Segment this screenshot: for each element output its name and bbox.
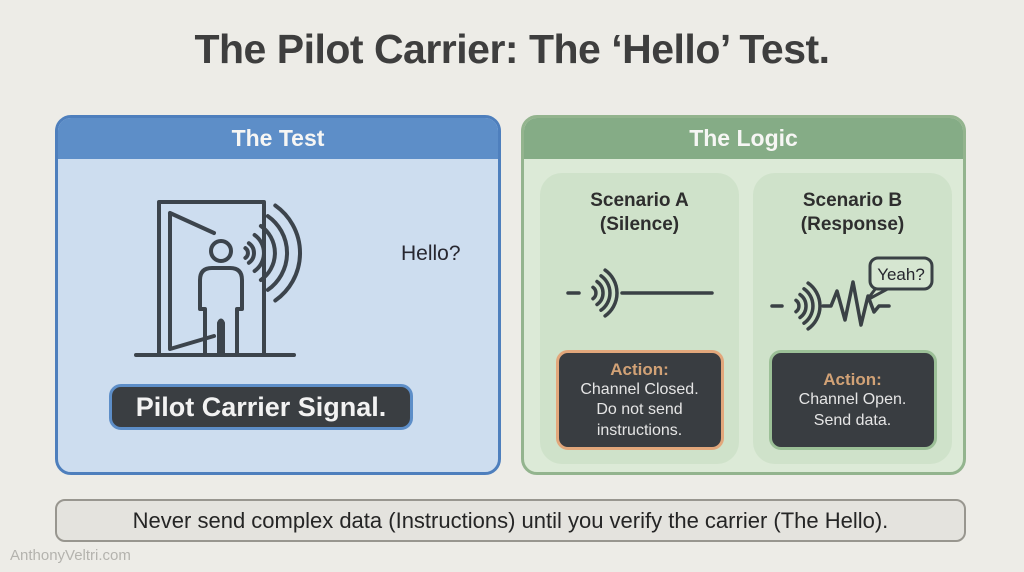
scenario-a-action-box: Action: Channel Closed. Do not send inst… (555, 350, 724, 450)
test-panel-body: Hello? Pilot Carrier Signal. (58, 159, 498, 472)
person-body (198, 266, 244, 355)
speech-bubble: Yeah? (865, 256, 933, 302)
logic-panel-header: The Logic (524, 118, 963, 159)
scenario-b-action-box: Action: Channel Open. Send data. (768, 350, 937, 450)
person-head (209, 239, 233, 263)
scenario-a-action-line: instructions. (596, 421, 683, 439)
scenario-a-action-line: Do not send (596, 401, 683, 419)
scenario-b-icon-wrap: Yeah? (753, 237, 952, 351)
scenario-a-action-label: Action: (610, 359, 669, 379)
test-panel-header: The Test (58, 118, 498, 159)
bubble-text: Yeah? (877, 265, 925, 284)
hello-text: Hello? (401, 242, 461, 265)
scenario-a-icon-wrap (540, 237, 739, 351)
zigzag-waveform (820, 280, 891, 327)
logic-panel: The Logic Scenario A (Silence) Action: C… (521, 115, 966, 475)
sound-wave-silence-icon (565, 268, 714, 318)
sound-wave-arcs (243, 203, 303, 303)
sound-wave-response-icon: Yeah? (769, 256, 933, 331)
scenario-a-title: Scenario A (590, 190, 689, 211)
scenario-a-subtitle: (Silence) (599, 213, 680, 235)
pilot-carrier-signal-label: Pilot Carrier Signal. (109, 384, 413, 430)
scenario-a-card: Scenario A (Silence) Action: Channel Clo… (540, 173, 739, 464)
scenario-b-action-line: Channel Open. (798, 391, 907, 409)
logic-panel-body: Scenario A (Silence) Action: Channel Clo… (524, 159, 963, 472)
scenario-b-action-line: Send data. (813, 411, 892, 429)
page-title: The Pilot Carrier: The ‘Hello’ Test. (194, 26, 830, 72)
footer-rule-banner: Never send complex data (Instructions) u… (55, 499, 966, 542)
test-panel: The Test Hello? Pilot Carrier Signal. (55, 115, 501, 475)
scenario-b-action-label: Action: (823, 369, 882, 389)
door-person-wave-illustration: Hello? (134, 200, 461, 357)
scenario-a-action-line: Channel Closed. (580, 380, 699, 398)
open-door (168, 211, 216, 351)
scenario-b-title: Scenario B (802, 190, 903, 211)
scenario-b-subtitle: (Response) (800, 213, 905, 235)
scenario-b-card: Scenario B (Response) Yeah? Action: Chan… (753, 173, 952, 464)
watermark: AnthonyVeltri.com (10, 547, 131, 564)
door-frame (157, 200, 266, 357)
